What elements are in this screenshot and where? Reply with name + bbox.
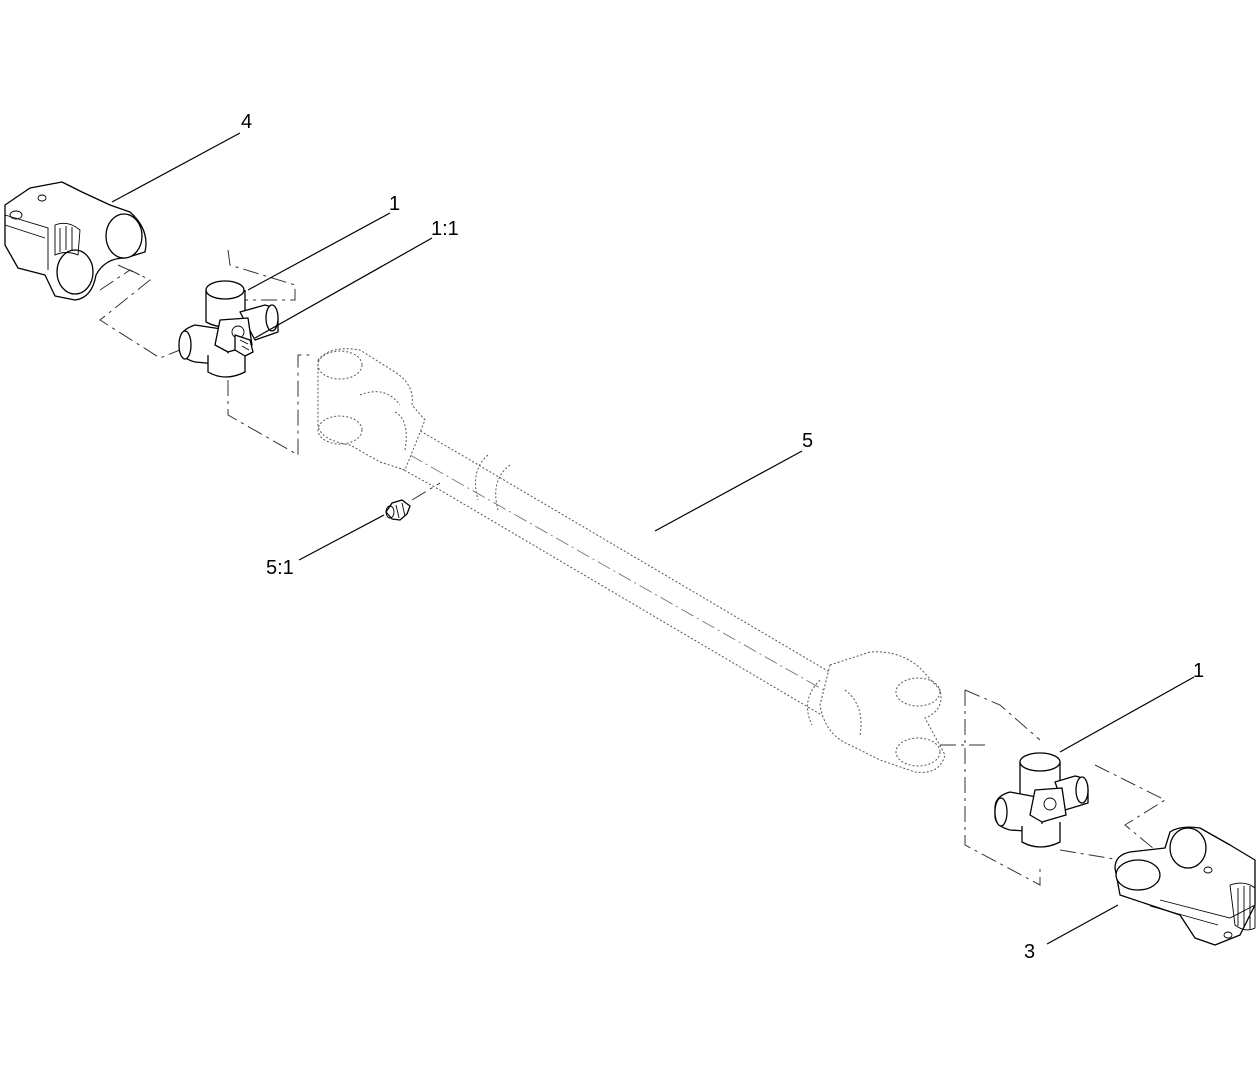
cross-bearing-top	[99, 249, 310, 456]
callout-cross-top: 1	[389, 193, 400, 215]
callout-yoke-bottom: 3	[1024, 941, 1035, 963]
driveshaft-assembly	[317, 348, 946, 773]
callout-grease-fitting-shaft: 5:1	[266, 557, 294, 579]
callout-grease-fitting-top: 1:1	[431, 218, 459, 240]
leader-grease-fitting-shaft	[298, 514, 385, 561]
grease-fitting-shaft	[385, 482, 441, 521]
callout-labels: 4 1 1:1 5 5:1 1 3	[241, 111, 1204, 963]
leader-cross-bottom	[1059, 676, 1195, 753]
cross-bearing-bottom	[940, 689, 1167, 886]
leader-yoke-bottom	[1046, 904, 1119, 945]
callout-yoke-top: 4	[241, 111, 252, 133]
leader-lines	[111, 132, 1195, 945]
callout-driveshaft: 5	[802, 430, 813, 452]
leader-grease-fitting-top	[254, 237, 433, 339]
leader-cross-top	[247, 212, 391, 291]
yoke-top	[4, 181, 147, 301]
leader-driveshaft	[654, 450, 803, 532]
callout-cross-bottom: 1	[1193, 660, 1204, 682]
yoke-bottom	[1114, 826, 1256, 946]
leader-yoke-top	[111, 132, 241, 203]
